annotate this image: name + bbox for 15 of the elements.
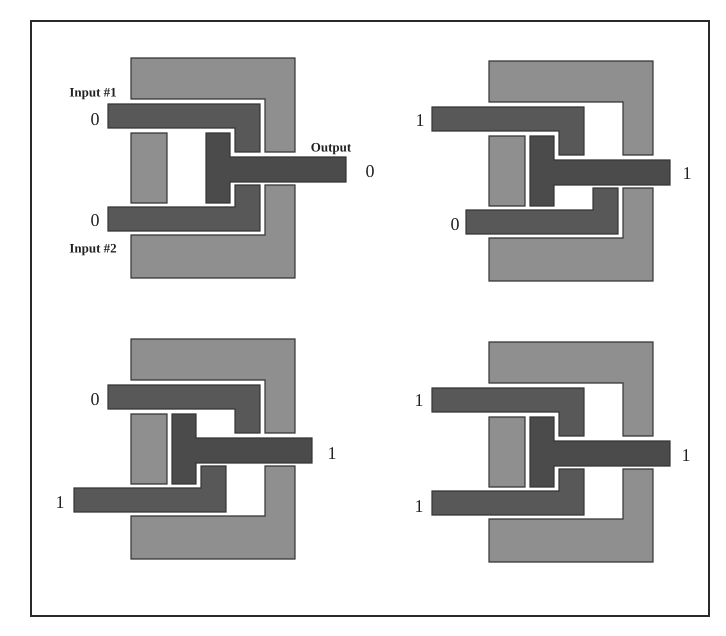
input-value: 1 bbox=[414, 391, 424, 409]
input-value: 1 bbox=[56, 493, 64, 511]
output-label: Output bbox=[310, 140, 352, 154]
input-value: 1 bbox=[416, 111, 424, 129]
input-value: 1 bbox=[414, 497, 424, 515]
output-value: 0 bbox=[366, 162, 374, 180]
output-value: 1 bbox=[682, 164, 692, 182]
output-value: 1 bbox=[682, 446, 690, 464]
input-value: 0 bbox=[90, 110, 100, 128]
input-value: 0 bbox=[90, 211, 100, 229]
input-value: 0 bbox=[450, 215, 460, 233]
output-value: 1 bbox=[328, 444, 336, 462]
input-label: Input #2 bbox=[69, 242, 117, 254]
input-value: 0 bbox=[90, 390, 100, 408]
input-label: Input #1 bbox=[69, 86, 117, 98]
